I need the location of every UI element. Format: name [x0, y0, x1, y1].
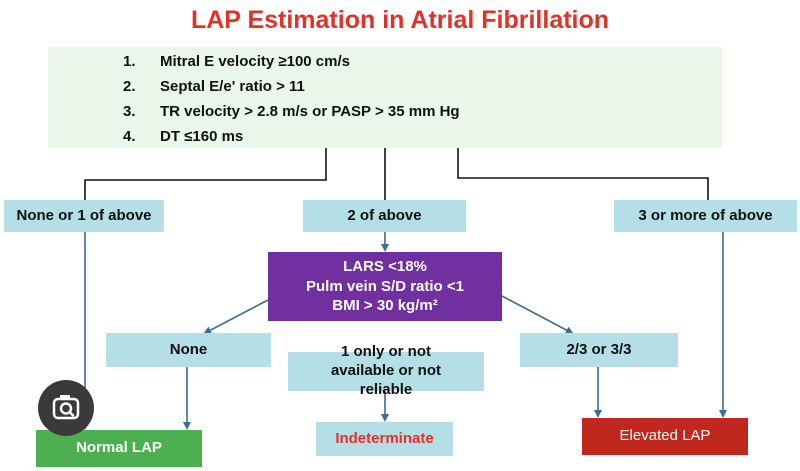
box-two-of-above: 2 of above [303, 200, 466, 232]
outcome-indeterminate: Indeterminate [316, 422, 453, 456]
connector-left [84, 148, 327, 200]
arrow-lars-none [203, 299, 269, 334]
box-three-or-more: 3 or more of above [614, 200, 797, 232]
lars-line: LARS <18% [343, 258, 427, 276]
box-none-or-one: None or 1 of above [4, 200, 164, 232]
box-lars-criteria: LARS <18% Pulm vein S/D ratio <1 BMI > 3… [268, 252, 502, 321]
outcome-elevated-lap: Elevated LAP [582, 418, 748, 455]
box-two-three: 2/3 or 3/3 [520, 333, 678, 367]
connector-right [457, 148, 709, 200]
box-one-only: 1 only or not available or not reliable [288, 343, 484, 398]
diagram-title: LAP Estimation in Atrial Fibrillation [190, 6, 610, 34]
criterion-item: 2.Septal E/e' ratio > 11 [123, 78, 305, 95]
criterion-item: 4.DT ≤160 ms [123, 128, 244, 145]
criterion-item: 1.Mitral E velocity ≥100 cm/s [123, 53, 350, 70]
pulm-vein-line: Pulm vein S/D ratio <1 [306, 277, 464, 295]
criterion-item: 3.TR velocity > 2.8 m/s or PASP > 35 mm … [123, 103, 460, 120]
arrow-lars-two-three [501, 295, 574, 334]
lens-search-icon[interactable] [38, 380, 94, 436]
outcome-normal-lap: Normal LAP [36, 430, 202, 467]
box-none: None [106, 333, 271, 367]
bmi-line: BMI > 30 kg/m² [332, 297, 438, 315]
criteria-box: 1.Mitral E velocity ≥100 cm/s 2.Septal E… [48, 47, 722, 148]
